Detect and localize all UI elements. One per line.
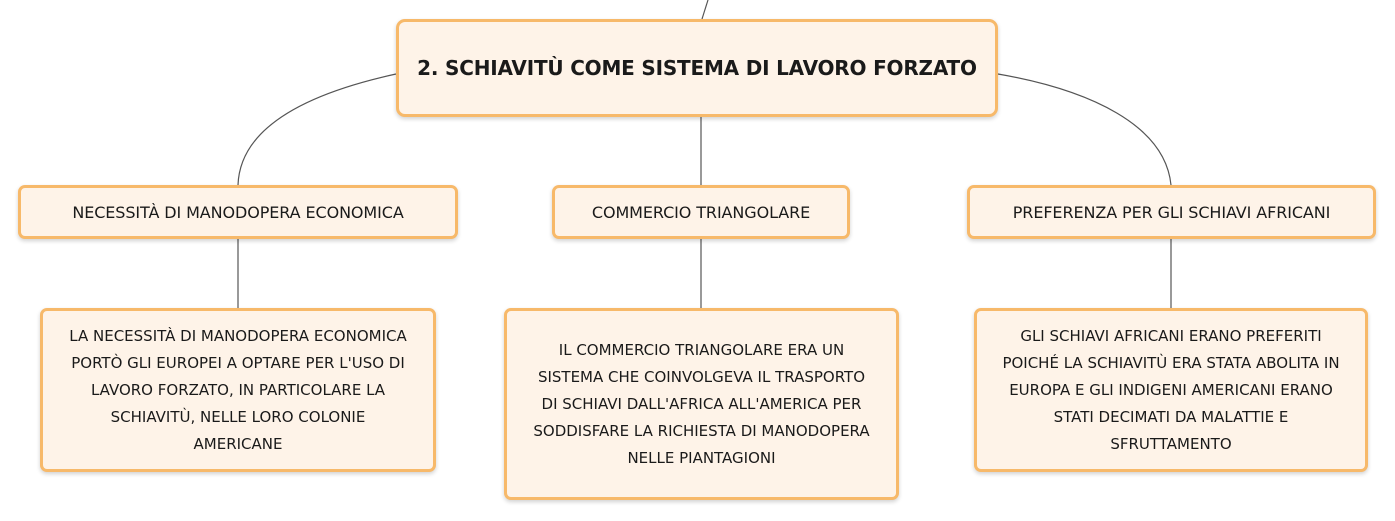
branch-node-manodopera[interactable]: NECESSITÀ DI MANODOPERA ECONOMICA [18, 185, 458, 239]
detail-text-manodopera: LA NECESSITÀ DI MANODOPERA ECONOMICA POR… [65, 323, 410, 458]
connector-root-to-branch-3 [997, 73, 1172, 186]
detail-node-manodopera[interactable]: LA NECESSITÀ DI MANODOPERA ECONOMICA POR… [40, 308, 436, 472]
connector-root-to-branch-1 [237, 73, 397, 186]
detail-line: IL COMMERCIO TRIANGOLARE ERA UN [558, 340, 845, 359]
detail-line: SODDISFARE LA RICHIESTA DI MANODOPERA [533, 421, 870, 440]
detail-line: LA NECESSITÀ DI MANODOPERA ECONOMICA [69, 326, 407, 345]
detail-line: DI SCHIAVI DALL'AFRICA ALL'AMERICA PER [541, 394, 862, 413]
detail-line: POICHÉ LA SCHIAVITÙ ERA STATA ABOLITA IN [1002, 353, 1340, 372]
detail-line: EUROPA E GLI INDIGENI AMERICANI ERANO [1009, 380, 1333, 399]
branch-label-manodopera: NECESSITÀ DI MANODOPERA ECONOMICA [72, 202, 404, 222]
branch-label-preferenza: PREFERENZA PER GLI SCHIAVI AFRICANI [1012, 202, 1331, 222]
detail-line: SFRUTTAMENTO [1110, 434, 1232, 453]
branch-node-commercio[interactable]: COMMERCIO TRIANGOLARE [552, 185, 850, 239]
detail-line: PORTÒ GLI EUROPEI A OPTARE PER L'USO DI [71, 353, 405, 372]
detail-line: STATI DECIMATI DA MALATTIE E [1053, 407, 1289, 426]
detail-line: SISTEMA CHE COINVOLGEVA IL TRASPORTO [537, 367, 866, 386]
root-topic-label: 2. SCHIAVITÙ COME SISTEMA DI LAVORO FORZ… [417, 56, 977, 80]
detail-text-commercio: IL COMMERCIO TRIANGOLARE ERA UN SISTEMA … [529, 337, 873, 472]
detail-line: NELLE PIANTAGIONI [627, 448, 776, 467]
branch-node-preferenza[interactable]: PREFERENZA PER GLI SCHIAVI AFRICANI [967, 185, 1376, 239]
detail-line: GLI SCHIAVI AFRICANI ERANO PREFERITI [1020, 326, 1322, 345]
connector-parent-to-root [701, 0, 709, 20]
detail-text-preferenza: GLI SCHIAVI AFRICANI ERANO PREFERITI POI… [998, 323, 1343, 458]
branch-label-commercio: COMMERCIO TRIANGOLARE [591, 202, 811, 222]
detail-line: SCHIAVITÙ, NELLE LORO COLONIE [110, 407, 366, 426]
detail-line: AMERICANE [193, 434, 283, 453]
detail-node-preferenza[interactable]: GLI SCHIAVI AFRICANI ERANO PREFERITI POI… [974, 308, 1368, 472]
root-topic-node[interactable]: 2. SCHIAVITÙ COME SISTEMA DI LAVORO FORZ… [396, 19, 998, 117]
detail-line: LAVORO FORZATO, IN PARTICOLARE LA [90, 380, 386, 399]
detail-node-commercio[interactable]: IL COMMERCIO TRIANGOLARE ERA UN SISTEMA … [504, 308, 899, 500]
